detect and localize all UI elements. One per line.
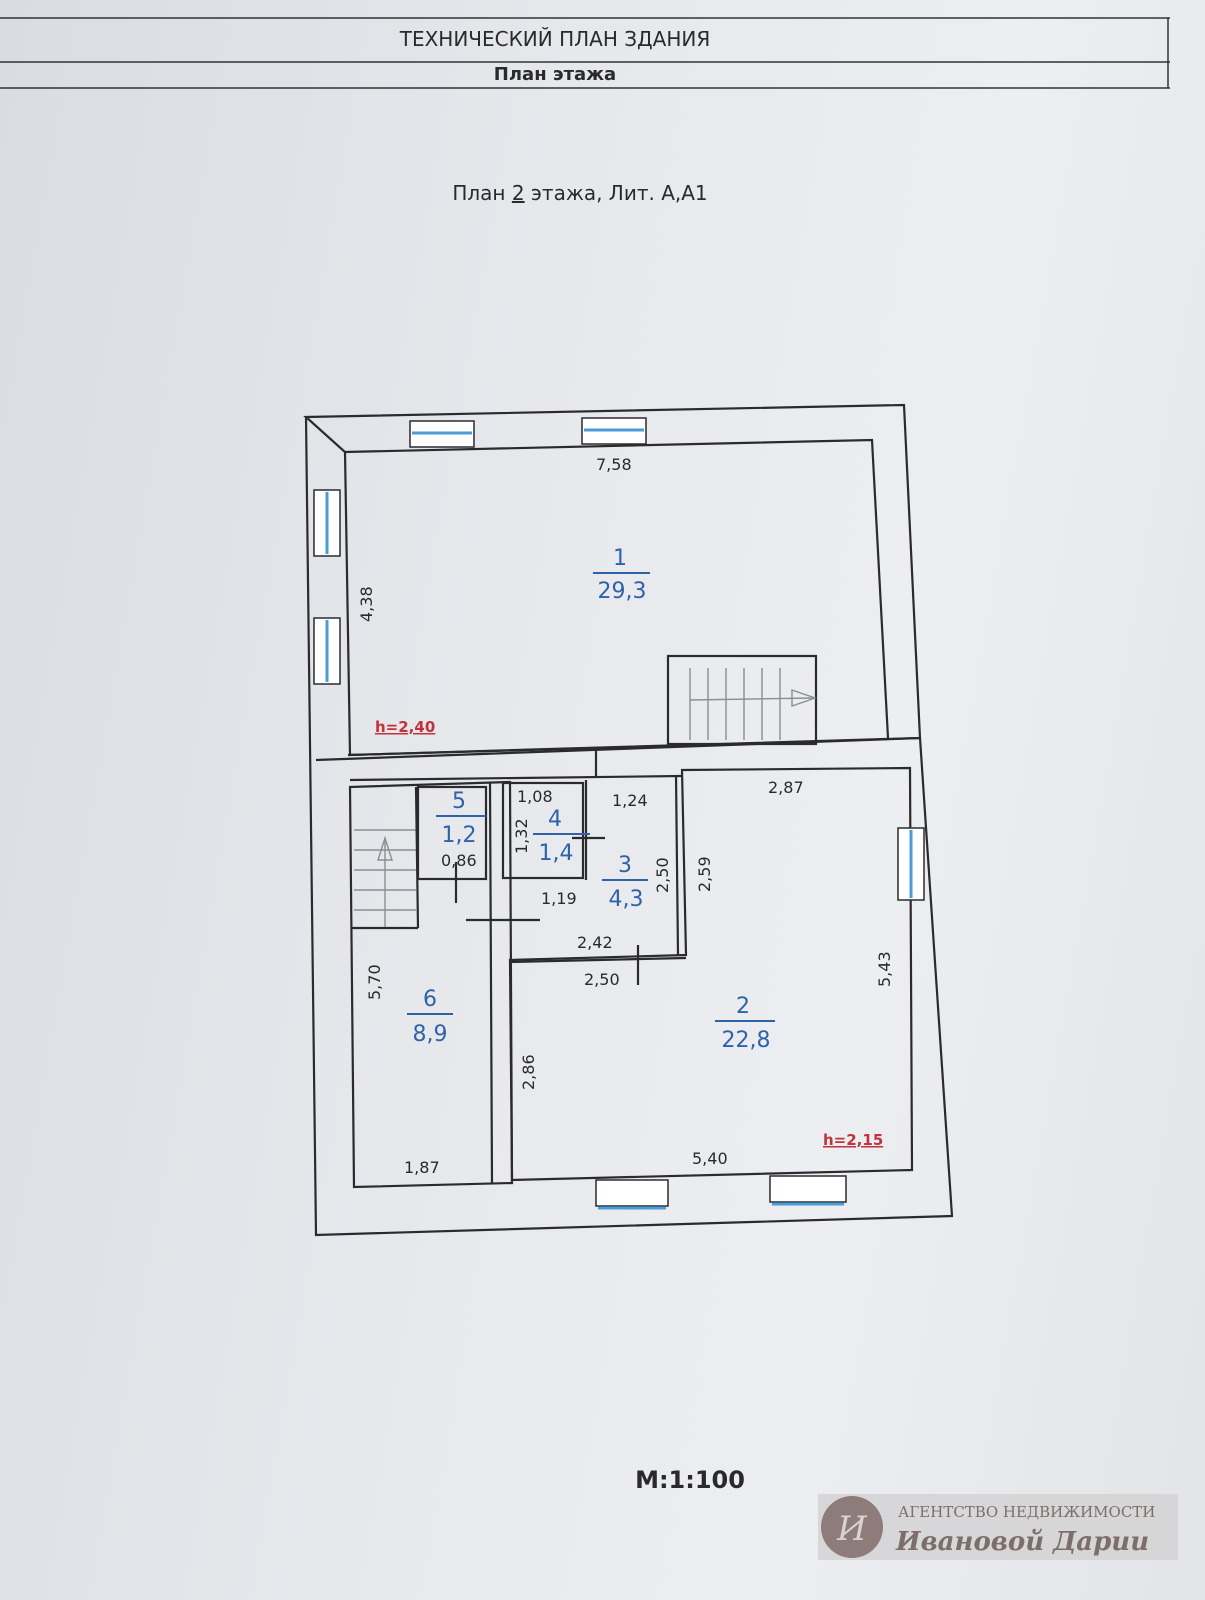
dimension-label: 2,86 xyxy=(519,1054,538,1090)
plan-title-suffix: этажа, Лит. А,А1 xyxy=(525,181,708,205)
agency-logo-letter: И xyxy=(836,1509,868,1549)
room-2-height: h=2,15 xyxy=(823,1131,883,1149)
staircase-room6 xyxy=(352,786,420,930)
room-2-label: 2 22,8 xyxy=(715,994,775,1053)
room-number: 4 xyxy=(548,807,562,832)
agency-name: Ивановой Дарии xyxy=(895,1527,1149,1557)
scale-label: М:1:100 xyxy=(635,1466,745,1494)
dimensions: 7,58 4,38 2,87 5,43 5,40 2,86 2,59 1,2 4 … xyxy=(357,455,894,1177)
dimension-label: 4,38 xyxy=(357,586,376,622)
dimension-label: 1,87 xyxy=(404,1158,440,1177)
room-area: 29,3 xyxy=(598,579,647,604)
agency-tagline: АГЕНТСТВО НЕДВИЖИМОСТИ xyxy=(898,1503,1155,1521)
windows xyxy=(313,417,925,1210)
room-area: 8,9 xyxy=(413,1022,448,1047)
document-title: ТЕХНИЧЕСКИЙ ПЛАН ЗДАНИЯ xyxy=(399,27,711,51)
plan-title-floor: 2 xyxy=(512,181,525,205)
staircase-room1 xyxy=(689,668,818,740)
dimension-label: 5,40 xyxy=(692,1149,728,1168)
dimension-label: 2,87 xyxy=(768,778,804,797)
room-area: 1,4 xyxy=(539,841,574,866)
room-number: 2 xyxy=(736,994,750,1019)
dimension-label: 2,42 xyxy=(577,933,613,952)
dimension-label: 1,19 xyxy=(541,889,577,908)
room-number: 3 xyxy=(618,853,632,878)
agency-watermark: И АГЕНТСТВО НЕДВИЖИМОСТИ Ивановой Дарии xyxy=(818,1494,1178,1560)
room-number: 6 xyxy=(423,987,437,1012)
room-number: 5 xyxy=(452,789,466,814)
dimension-label: 2,59 xyxy=(695,856,714,892)
room-area: 22,8 xyxy=(722,1028,771,1053)
room-5-label: 5 1,2 xyxy=(436,789,486,848)
walls xyxy=(303,403,954,1237)
room-area: 4,3 xyxy=(609,887,644,912)
room-1-height: h=2,40 xyxy=(375,718,435,736)
room-area: 1,2 xyxy=(442,823,477,848)
header-frame xyxy=(0,17,1170,89)
dimension-label: 1,08 xyxy=(517,787,553,806)
room-6-label: 6 8,9 xyxy=(407,987,453,1047)
dimension-label: 1,24 xyxy=(612,791,648,810)
agency-logo-icon xyxy=(821,1496,883,1558)
dimension-label: 1,32 xyxy=(512,818,531,854)
dimension-label: 5,70 xyxy=(365,964,384,1000)
room-3-label: 3 4,3 xyxy=(602,853,648,912)
room-4-label: 4 1,4 xyxy=(533,807,590,866)
dimension-label: 0,86 xyxy=(441,851,477,870)
dimension-label: 2,50 xyxy=(584,970,620,989)
dimension-label: 7,58 xyxy=(596,455,632,474)
dimension-label: 2,50 xyxy=(653,857,672,893)
stair-arrow-icon xyxy=(791,689,818,707)
room-1-label: 1 29,3 xyxy=(593,546,650,604)
room-number: 1 xyxy=(613,546,627,571)
dimension-label: 5,43 xyxy=(875,951,894,987)
plan-title-prefix: План xyxy=(452,181,512,205)
document-subtitle: План этажа xyxy=(494,64,616,85)
plan-title: План 2 этажа, Лит. А,А1 xyxy=(452,181,707,205)
stair-arrow-icon xyxy=(377,835,393,861)
